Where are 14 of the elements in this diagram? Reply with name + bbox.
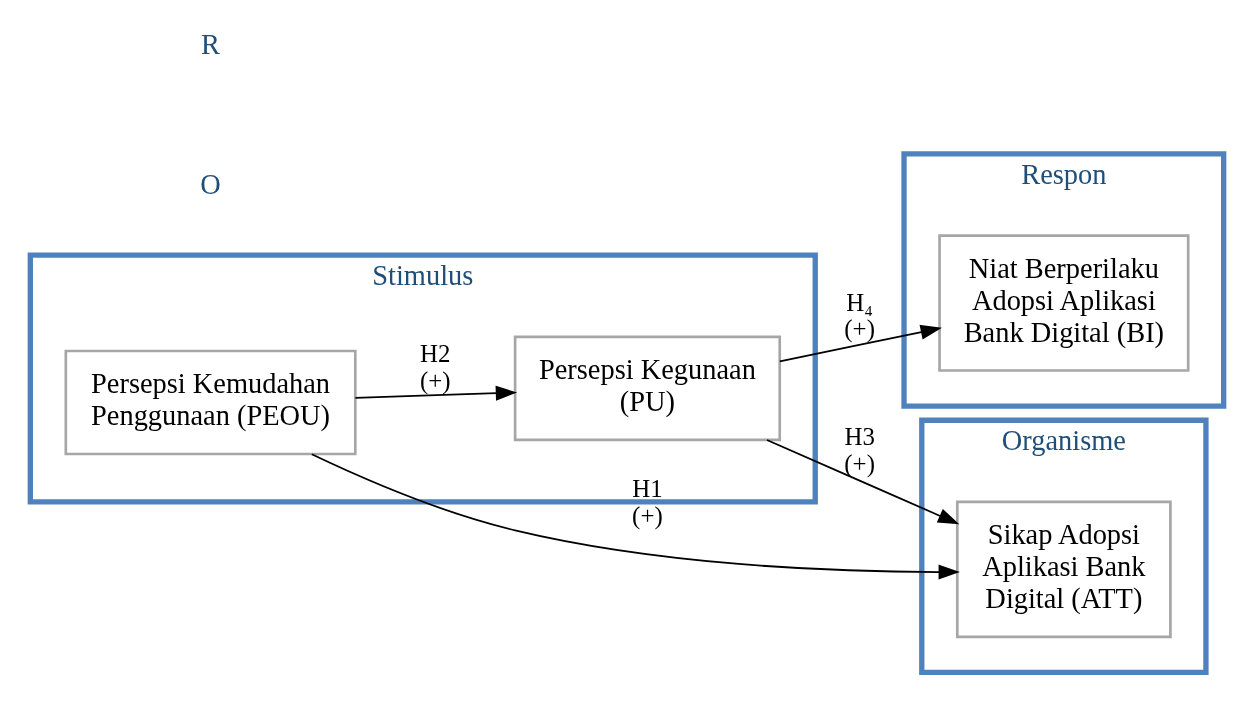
arrow [766, 439, 960, 525]
edge-label: H2 (+) [419, 340, 451, 394]
node-box: Niat Berperilaku Adopsi Aplikasi Bank Digital (BI) [938, 234, 1190, 372]
node-box: Persepsi Kemudahan Penggunaan (PEOU) [64, 349, 357, 456]
label: O [200, 169, 221, 201]
arrow [778, 324, 942, 363]
arrow [354, 385, 518, 401]
edge-label: H1 (+) [632, 474, 663, 529]
label: R [201, 29, 221, 61]
edge-label: H3 (+) [844, 423, 875, 478]
node-box: Persepsi Kegunaan (PU) [513, 335, 782, 442]
arrow [310, 453, 960, 580]
node-box: Sikap Adopsi Aplikasi Bank Digital (ATT) [955, 500, 1172, 639]
edge-label: H₄ (+) [844, 288, 875, 343]
